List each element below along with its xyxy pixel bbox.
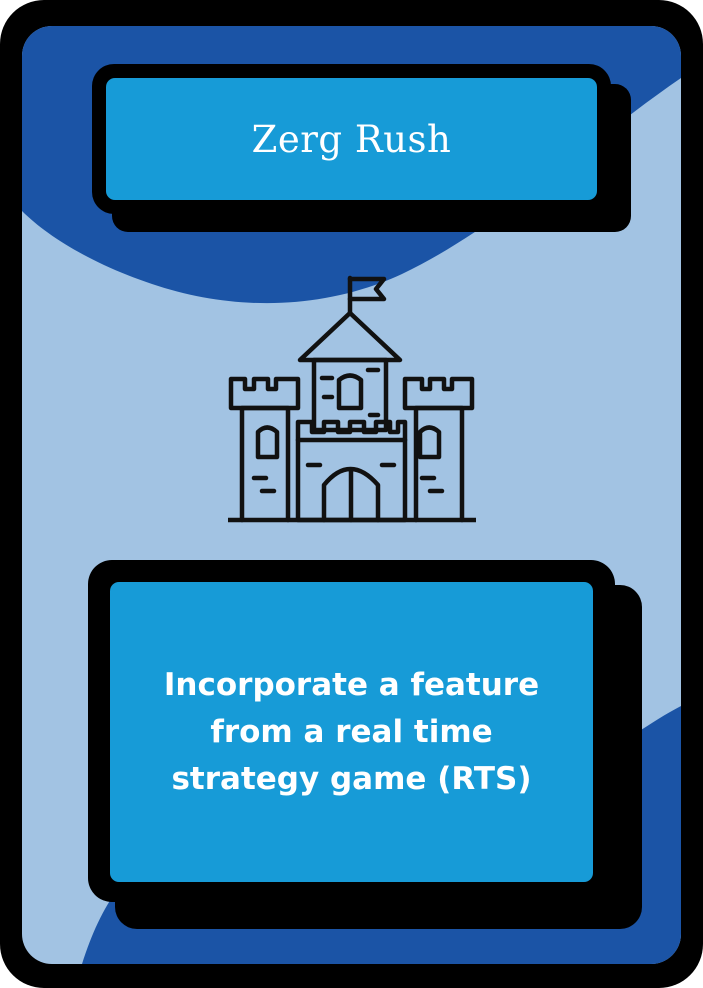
description-panel: Incorporate a feature from a real time s… — [110, 582, 593, 882]
card-description: Incorporate a feature from a real time s… — [163, 666, 540, 797]
castle-icon — [228, 275, 476, 523]
card-title: Zerg Rush — [251, 117, 452, 161]
title-panel: Zerg Rush — [106, 78, 597, 200]
